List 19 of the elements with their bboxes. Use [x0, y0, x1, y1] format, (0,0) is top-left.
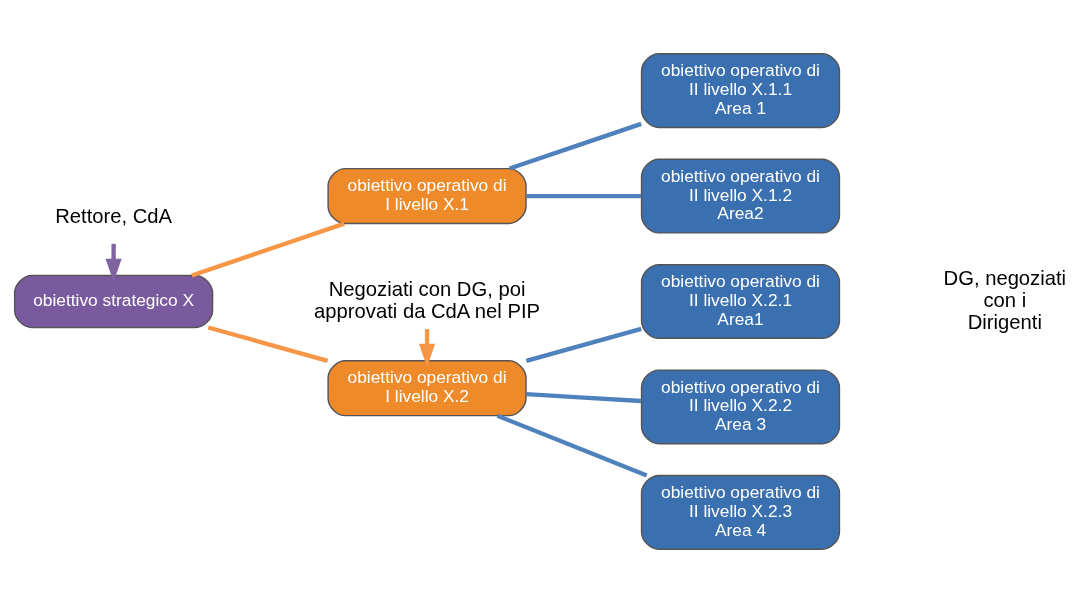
node-box: obiettivo operativo di II livello X.2.1 Area1: [640, 263, 841, 340]
connector: [525, 326, 642, 363]
node-text: Negoziati con DG, poi approvati da CdA nel PIP: [314, 278, 541, 322]
node-box: obiettivo operativo di I livello X.1: [327, 167, 527, 225]
node-text: Rettore, CdA: [55, 205, 173, 228]
connector: [191, 221, 345, 278]
connector: [526, 391, 642, 404]
node-box: obiettivo operativo di II livello X.2.2 Area 3: [640, 369, 841, 445]
label: DG, negoziati con i Dirigenti: [943, 267, 1067, 333]
node-box: obiettivo operativo di II livello X.2.3 Area 4: [640, 474, 841, 550]
node-box: obiettivo operativo di I livello X.2: [327, 360, 527, 417]
node-box: obiettivo operativo di II livello X.1.2 Area2: [640, 158, 841, 234]
arrow: [105, 243, 122, 282]
connector: [509, 121, 642, 171]
connector: [496, 413, 648, 478]
node-box: obiettivo strategico X: [13, 274, 214, 329]
node-box: obiettivo operativo di II livello X.1.1 Area 1: [640, 53, 841, 129]
connector: [207, 325, 329, 363]
connector: [526, 193, 642, 199]
